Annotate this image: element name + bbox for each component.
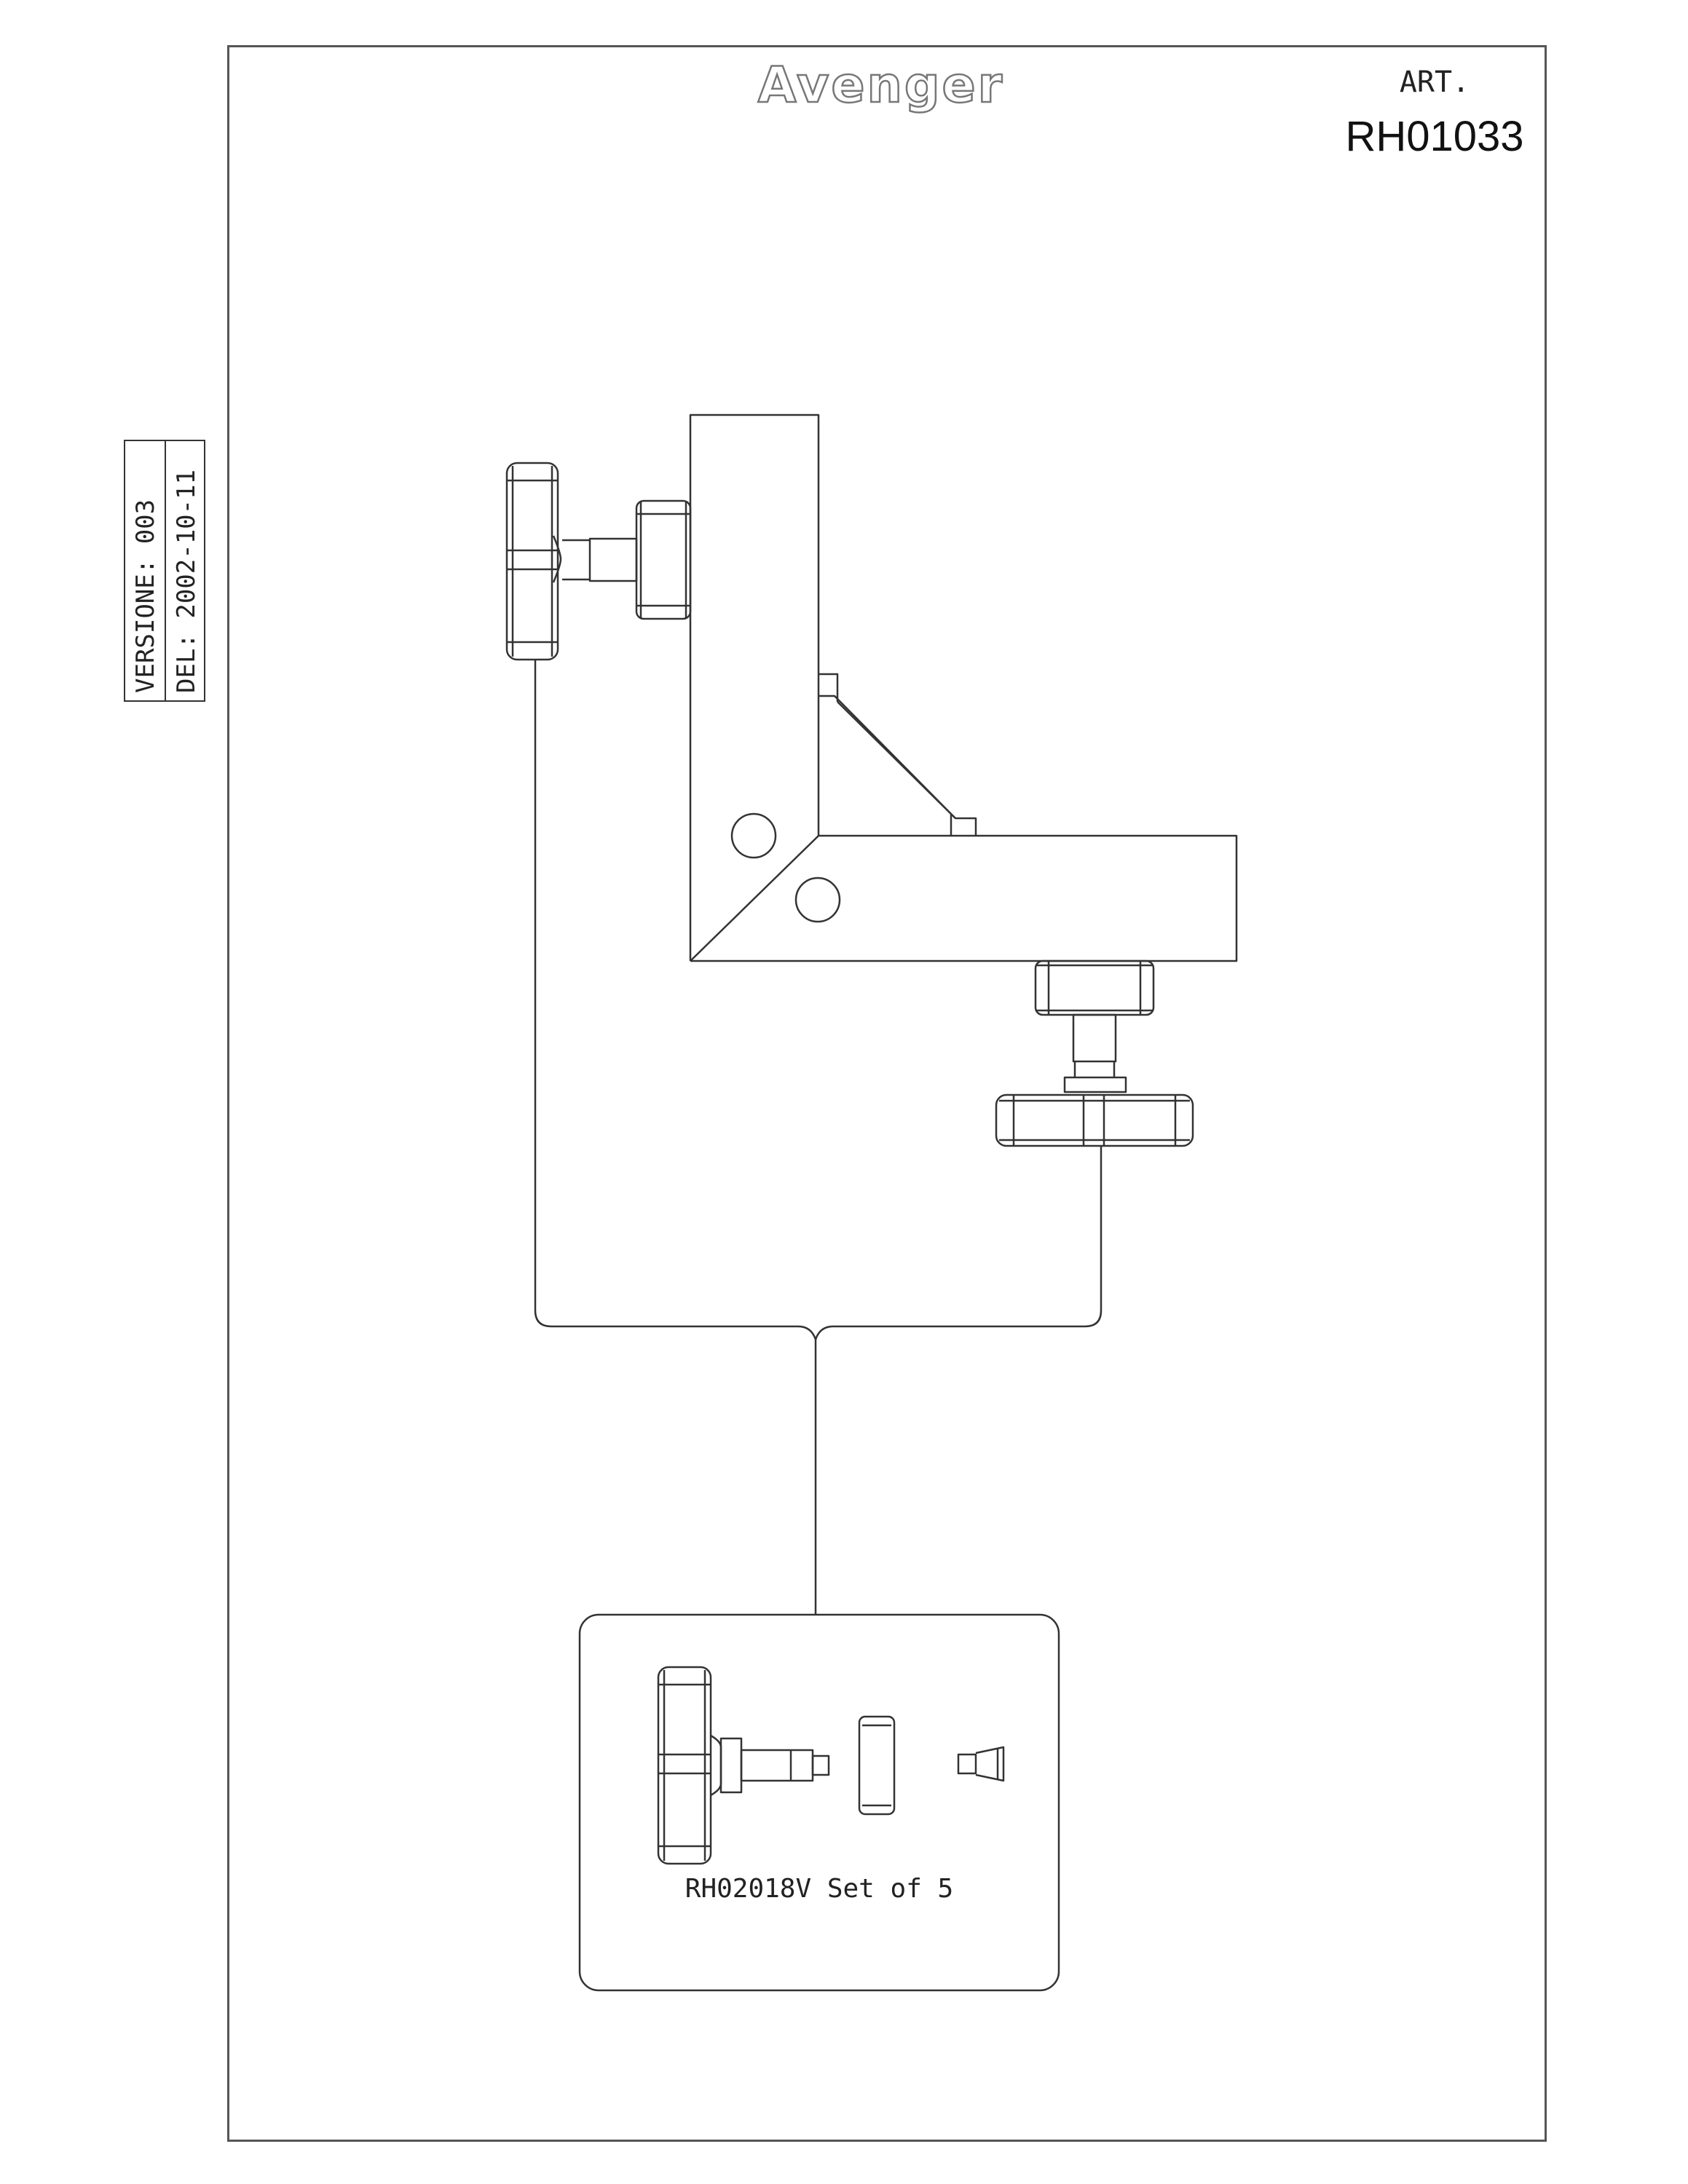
mounting-hole-lower: [794, 877, 841, 923]
gusset-strut: [819, 673, 977, 836]
lower-knob-assembly: [995, 960, 1194, 1147]
art-number: RH01033: [1345, 113, 1524, 160]
angle-bracket: [689, 414, 1238, 962]
mounting-hole-upper: [730, 812, 777, 859]
art-label: ART.: [1399, 66, 1470, 99]
brand-logo: Avenger: [757, 56, 1005, 116]
kit-knob: [657, 1666, 830, 1865]
version-box-divider: [165, 441, 166, 700]
kit-pad: [858, 1715, 896, 1816]
kit-caption: RH02018V Set of 5: [685, 1874, 954, 1904]
version-box: VERSIONE: 003 DEL: 2002-10-11: [124, 440, 205, 702]
kit-screw: [957, 1746, 1005, 1782]
kit-callout-box: [578, 1613, 1060, 1992]
leader-lines: [534, 660, 1103, 1615]
drawing-frame: [227, 45, 1547, 2142]
upper-knob-assembly: [505, 462, 692, 661]
